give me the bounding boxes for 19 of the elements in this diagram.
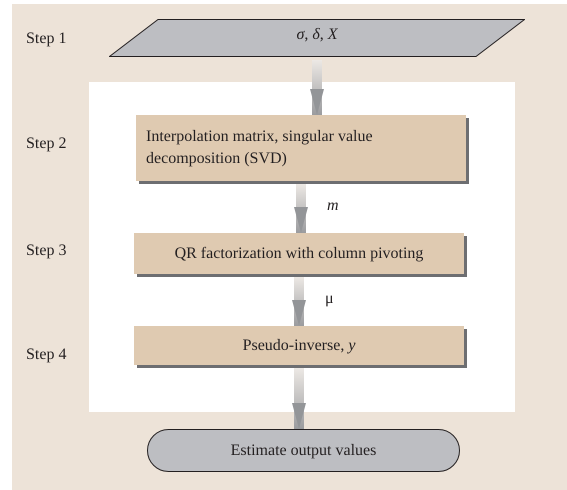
- node-text: Estimate output values: [230, 440, 376, 461]
- process-box: [136, 115, 466, 181]
- step-label: Step 4: [26, 346, 66, 364]
- node-text: σ, δ, X: [296, 25, 338, 45]
- arrow: [294, 184, 308, 233]
- node-text: Pseudo-inverse, y: [242, 336, 356, 356]
- node-text: Interpolation matrix, singular value decomposition (SVD): [146, 127, 374, 169]
- node-text: QR factorization with column pivoting: [174, 244, 424, 264]
- edge-label: μ: [325, 290, 334, 308]
- step-label: Step 2: [26, 135, 66, 153]
- arrow: [292, 277, 306, 326]
- process-box: [134, 326, 464, 365]
- process-box: [134, 233, 464, 274]
- arrow: [310, 60, 324, 115]
- terminal-box: [147, 429, 460, 472]
- step-label: Step 3: [26, 242, 66, 260]
- edge-label: m: [327, 196, 339, 214]
- step-label: Step 1: [26, 30, 66, 48]
- arrow: [292, 368, 306, 429]
